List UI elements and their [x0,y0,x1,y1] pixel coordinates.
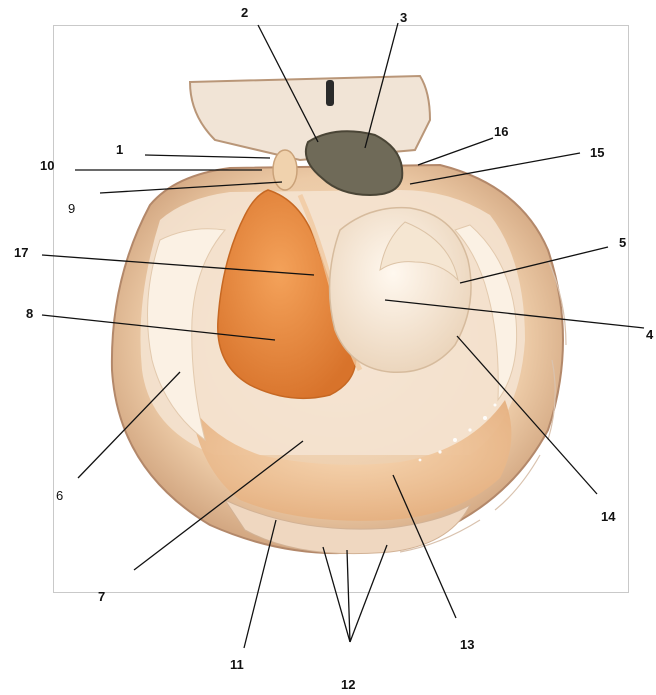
leader-4 [385,300,644,328]
leader-6 [78,372,180,478]
leader-12c [350,545,387,642]
leader-1 [145,155,270,158]
label-6: 6 [56,489,63,502]
label-8: 8 [26,307,33,320]
leader-5 [460,247,608,283]
label-5: 5 [619,236,626,249]
label-7: 7 [98,590,105,603]
label-3: 3 [400,11,407,24]
leader-3 [365,23,398,148]
leader-14 [457,336,597,494]
leader-13 [393,475,456,618]
label-11: 11 [230,658,244,671]
label-13: 13 [460,638,474,651]
leader-11 [244,520,276,648]
label-9: 9 [68,202,75,215]
leader-15 [410,153,580,184]
label-16: 16 [494,125,508,138]
leader-9 [100,182,282,193]
leader-7 [134,441,303,570]
leader-12a [323,547,350,642]
leader-12b [347,550,350,642]
label-2: 2 [241,6,248,19]
label-15: 15 [590,146,604,159]
leader-8 [42,315,275,340]
leader-16 [418,138,493,165]
label-12: 12 [341,678,355,691]
label-14: 14 [601,510,615,523]
leader-2 [258,25,318,142]
label-4: 4 [646,328,653,341]
label-17: 17 [14,246,28,259]
leader-17 [42,255,314,275]
label-10: 10 [40,159,54,172]
label-1: 1 [116,143,123,156]
